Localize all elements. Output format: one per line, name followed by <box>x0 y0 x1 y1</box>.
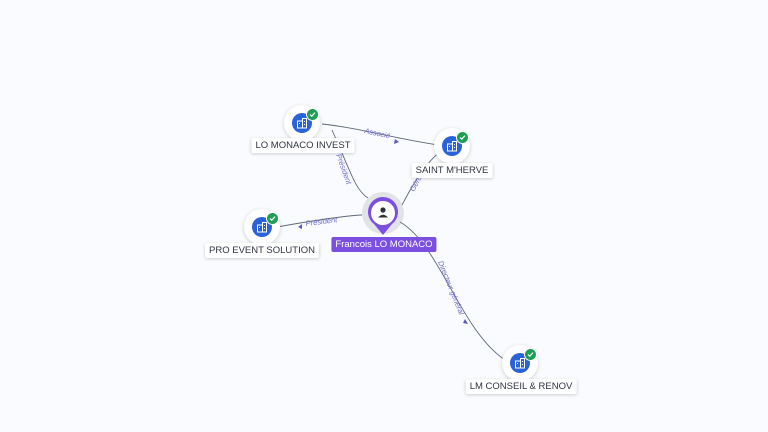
verified-check-icon <box>456 131 469 144</box>
edge-label-directeur: Directeur général <box>436 259 466 316</box>
person-label[interactable]: Francois LO MONACO <box>331 237 437 252</box>
company-label-saint-mherve[interactable]: SAINT M'HERVE <box>411 163 493 178</box>
person-icon <box>378 207 388 218</box>
company-label-lm-conseil-renov[interactable]: LM CONSEIL & RENOV <box>465 379 577 394</box>
arrow-directeur <box>463 319 468 324</box>
verified-check-icon <box>306 108 319 121</box>
company-label-pro-event-solution[interactable]: PRO EVENT SOLUTION <box>205 243 319 258</box>
edge-directeur-lm-conseil <box>399 221 506 361</box>
verified-check-icon <box>524 348 537 361</box>
person-node[interactable] <box>362 192 404 235</box>
edge-associe <box>321 123 446 147</box>
arrow-president-2 <box>298 224 302 229</box>
arrow-associe <box>394 139 399 144</box>
edge-label-associe: Associé <box>363 126 392 140</box>
edge-president-pro-event <box>276 214 363 228</box>
verified-check-icon <box>266 212 279 225</box>
company-label-lo-monaco-invest[interactable]: LO MONACO INVEST <box>251 138 355 153</box>
edge-label-president-2: Président <box>305 215 338 228</box>
edge-label-president-1: Président <box>334 153 354 187</box>
